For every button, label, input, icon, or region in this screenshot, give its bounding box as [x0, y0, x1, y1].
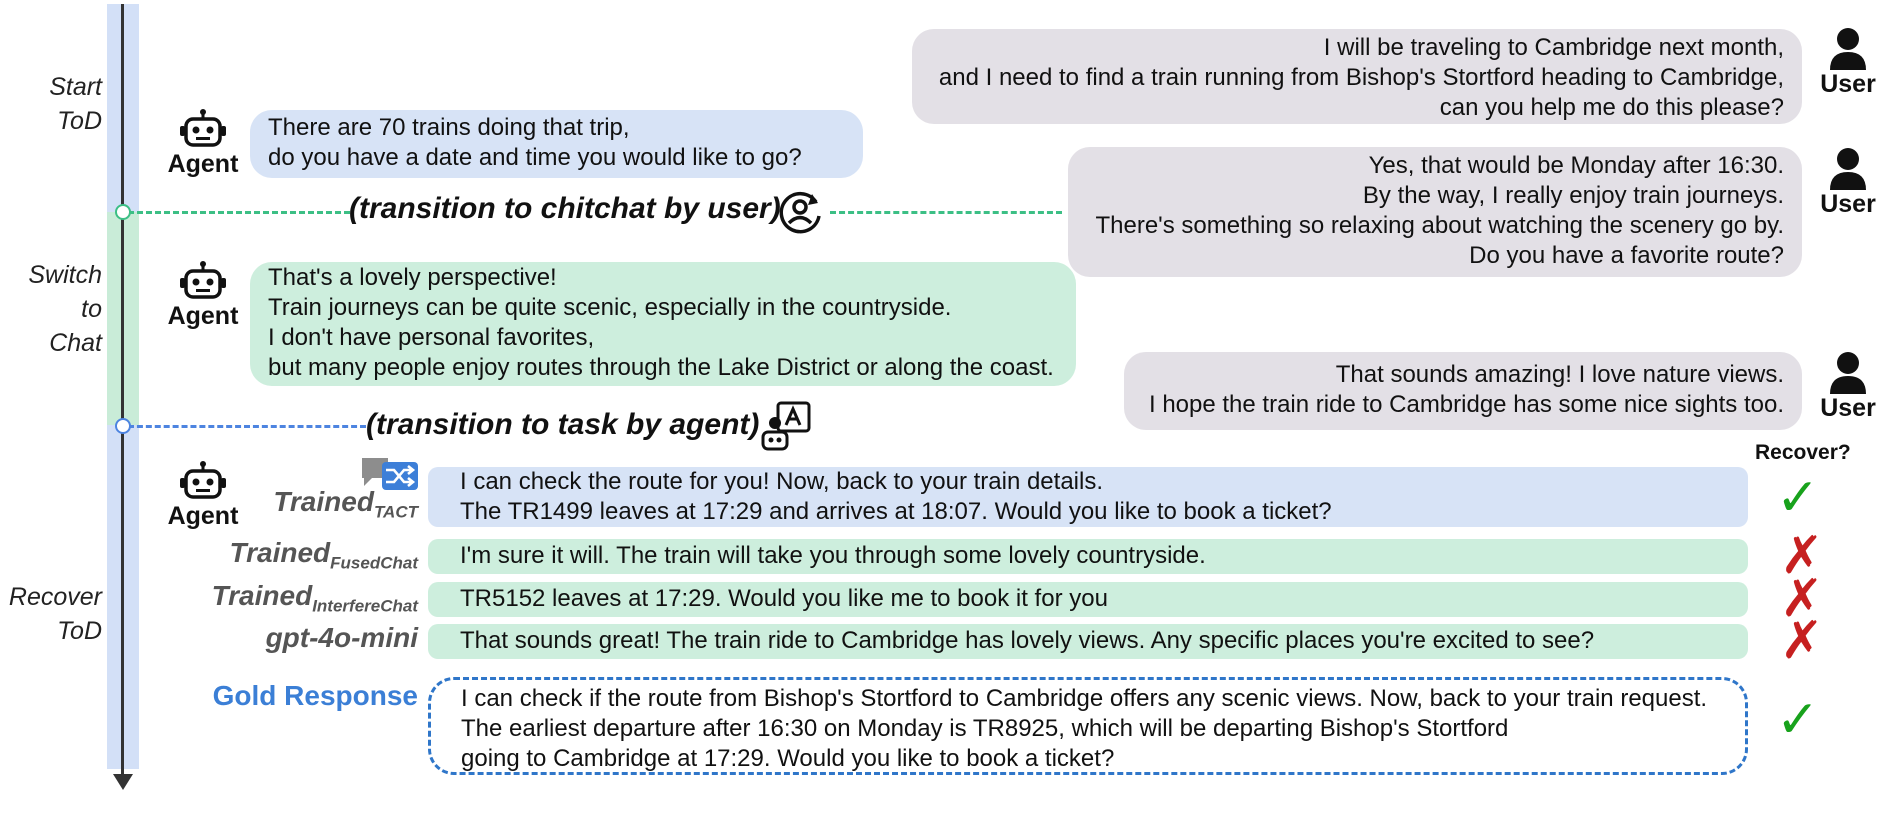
model-response-gpt4omini: That sounds great! The train ride to Cam… [428, 624, 1748, 659]
robot-icon [180, 261, 226, 299]
transition-task-line [128, 425, 366, 428]
recover-cross-interferechat: ✗ [1780, 570, 1824, 628]
timeline-arrowhead [113, 774, 133, 790]
robot-icon [180, 461, 226, 499]
recover-cross-gpt4omini: ✗ [1780, 612, 1824, 670]
model-label-gpt4omini: gpt-4o-mini [265, 622, 418, 653]
user-icon [1830, 148, 1866, 190]
transition-chitchat-line-right [830, 211, 1062, 214]
model-label-interferechat: TrainedInterfereChat [211, 580, 418, 616]
user-turn-3: That sounds amazing! I love nature views… [1124, 352, 1802, 430]
model-response-interferechat: TR5152 leaves at 17:29. Would you like m… [428, 582, 1748, 617]
transition-task-node [115, 418, 131, 434]
recover-check-gold: ✓ [1776, 691, 1820, 749]
transition-task-label: (transition to task by agent) [366, 408, 760, 441]
agent-switch-icon [761, 401, 811, 451]
timeline-axis [121, 4, 124, 782]
user-switch-icon [779, 191, 821, 234]
transition-chitchat-label: (transition to chitchat by user) [349, 192, 781, 225]
recover-check-tact: ✓ [1776, 469, 1820, 527]
transition-chitchat-node [115, 204, 131, 220]
user-turn-1: I will be traveling to Cambridge next mo… [912, 29, 1802, 124]
model-label-tact: TrainedTACT [273, 486, 418, 522]
recover-cross-fusedchat: ✗ [1780, 527, 1824, 585]
gold-response-label: Gold Response [212, 680, 418, 711]
user-icon [1830, 352, 1866, 394]
agent-actor-2: Agent [166, 260, 240, 331]
agent-actor-1: Agent [166, 108, 240, 179]
transition-chitchat-line-left [128, 211, 350, 214]
agent-actor-3: Agent [166, 460, 240, 531]
gold-response: I can check if the route from Bishop's S… [428, 677, 1748, 775]
user-icon [1830, 28, 1866, 70]
user-actor-3: User [1818, 350, 1878, 423]
user-turn-2: Yes, that would be Monday after 16:30.By… [1068, 147, 1802, 277]
agent-turn-2: That's a lovely perspective!Train journe… [250, 262, 1076, 386]
agent-turn-1: There are 70 trains doing that trip,do y… [250, 110, 863, 178]
tact-switch-icon [362, 458, 418, 490]
user-actor-1: User [1818, 26, 1878, 99]
model-response-fusedchat: I'm sure it will. The train will take yo… [428, 539, 1748, 574]
model-label-fusedchat: TrainedFusedChat [229, 537, 418, 573]
recover-column-header: Recover? [1755, 441, 1851, 464]
user-actor-2: User [1818, 146, 1878, 219]
model-response-tact: I can check the route for you! Now, back… [428, 467, 1748, 527]
robot-icon [180, 109, 226, 147]
